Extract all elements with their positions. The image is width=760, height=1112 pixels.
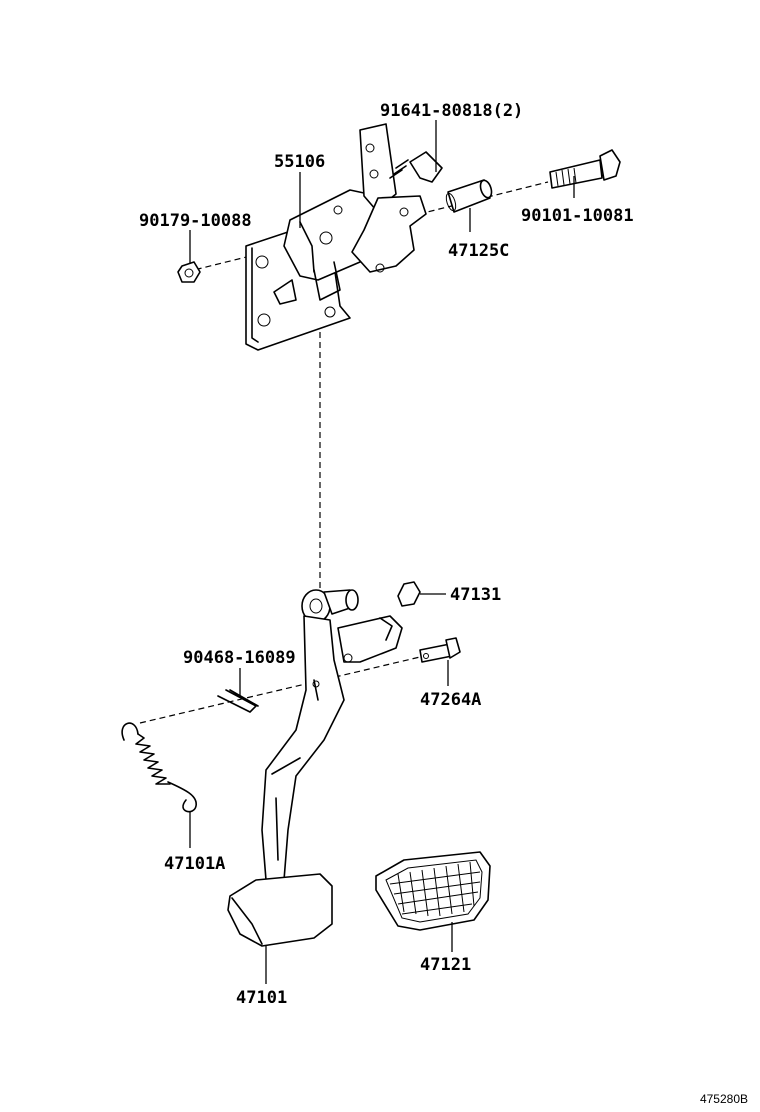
label-90468-16089[interactable]: 90468-16089 xyxy=(183,648,296,668)
stopper-47131[interactable] xyxy=(397,581,421,607)
label-47101[interactable]: 47101 xyxy=(236,988,287,1008)
bolt-91641-80818[interactable] xyxy=(389,151,443,183)
label-91641-80818[interactable]: 91641-80818(2) xyxy=(380,101,523,121)
part-labels: 91641-80818(2) 55106 90179-10088 90101-1… xyxy=(139,101,748,1106)
collar-47125c[interactable] xyxy=(444,179,493,213)
label-90179-10088[interactable]: 90179-10088 xyxy=(139,211,252,231)
label-47264a[interactable]: 47264A xyxy=(420,690,481,710)
bolt-90101-10081[interactable] xyxy=(549,149,621,189)
leader-lines xyxy=(189,120,575,984)
pin-47264a[interactable] xyxy=(419,637,461,663)
label-47131[interactable]: 47131 xyxy=(450,585,501,605)
label-47125c[interactable]: 47125C xyxy=(448,241,509,261)
label-47101a[interactable]: 47101A xyxy=(164,854,225,874)
clip-90468-16089[interactable] xyxy=(217,689,259,713)
label-90101-10081[interactable]: 90101-10081 xyxy=(521,206,634,226)
nut-90179-10088[interactable] xyxy=(177,261,201,283)
label-55106[interactable]: 55106 xyxy=(274,152,325,172)
figure-code: 475280B xyxy=(700,1092,748,1106)
pedal-bracket-55106[interactable] xyxy=(245,123,427,351)
pedal-arm-47101[interactable] xyxy=(227,589,403,947)
return-spring-47101a[interactable] xyxy=(121,722,197,813)
label-47121[interactable]: 47121 xyxy=(420,955,471,975)
pedal-pad-47121[interactable] xyxy=(375,851,491,931)
